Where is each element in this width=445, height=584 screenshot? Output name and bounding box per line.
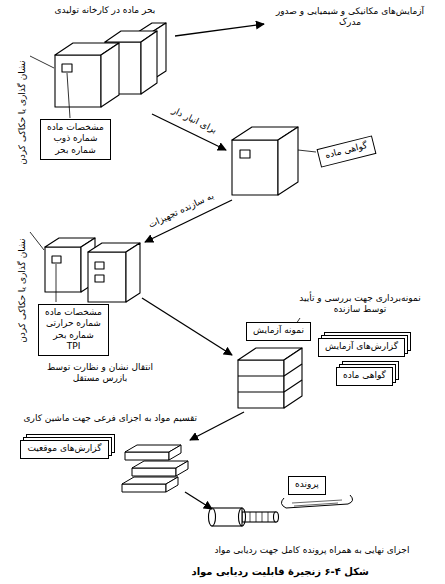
- final-part: [242, 512, 276, 522]
- marking-tag: مشخصات مادهشماره ذوبشماره بحر: [40, 119, 111, 160]
- leader-line: [298, 150, 316, 152]
- node-text: گواهی ماده: [342, 370, 387, 381]
- warehouse-stock: [232, 127, 298, 195]
- note-label: اجزای نهایی به همراه پرونده کامل جهت ردی…: [215, 545, 410, 556]
- file-scroll-curl: [281, 495, 352, 508]
- material-ingots: [55, 55, 101, 107]
- node-text: TPI: [44, 341, 103, 352]
- sample-stack: [238, 375, 284, 376]
- leader-line: [56, 264, 57, 302]
- note-label: نشان گذاری یا حکاکی کردن: [17, 238, 28, 342]
- final-part: [274, 512, 279, 522]
- sample-stack: [238, 391, 284, 392]
- node-text: نمونه آزمایش: [252, 325, 305, 336]
- sample-stack: [284, 348, 302, 408]
- machining-bars: [169, 445, 181, 460]
- manufacturer-stock: [52, 256, 61, 263]
- leader-line: [30, 56, 316, 330]
- machining-bars: [122, 445, 188, 492]
- file-scroll-curl: [292, 500, 342, 506]
- warehouse-stock: [232, 140, 278, 195]
- note-label: آزمایش‌های مکانیکی و شیمیایی و صدور مدرک: [275, 6, 425, 29]
- sample-stack: [284, 380, 302, 392]
- final-part: [209, 508, 216, 526]
- manufacturer-stock: [95, 275, 104, 282]
- certificate-sheet: گواهی ماده: [336, 367, 393, 386]
- file-scroll-curl: [281, 495, 352, 508]
- sample-stack: [238, 360, 284, 408]
- flow-arrow: [185, 492, 212, 509]
- leader-line: [30, 56, 54, 68]
- test-sample: نمونه آزمایش: [246, 322, 311, 341]
- node-text: گواهی ماده: [323, 140, 369, 162]
- manufacturer-stock: [45, 247, 81, 292]
- marking-tag: مشخصات مادهشماره حرارتیشماره بحرTPI: [38, 304, 109, 356]
- note-label: نمونه‌برداری جهت بررسی و تأیید توسط سازن…: [290, 293, 430, 316]
- node-text: شماره بحر: [44, 330, 103, 341]
- manufacturer-stock: [88, 252, 126, 302]
- report-sheet: گزارش‌های موقعیت: [20, 440, 109, 459]
- node-text: مشخصات ماده: [46, 122, 105, 133]
- manufacturer-stock: [126, 243, 140, 302]
- machining-bars: [166, 477, 178, 492]
- leader-line: [30, 232, 44, 250]
- node-text: شماره حرارتی: [44, 318, 103, 329]
- machining-bars: [132, 468, 176, 476]
- note-label: نشان گذاری یا حکاکی کردن: [17, 60, 28, 164]
- material-ingots: [55, 23, 166, 107]
- note-label: برای انبار دار: [170, 104, 218, 135]
- node-text: شماره ذوب: [46, 133, 105, 144]
- figure-caption: شکل ۴-۶ زنجیرهٔ قابلیت ردیابی مواد: [192, 566, 369, 579]
- material-ingots: [141, 31, 157, 94]
- warehouse-stock: [278, 127, 298, 195]
- material-ingots: [101, 43, 119, 107]
- note-label: انتقال نشان و نظارت توسط بازرس مستقل: [40, 362, 160, 385]
- sample-stack: [284, 364, 302, 376]
- report-sheet: گزارش‌های آزمایش: [318, 338, 405, 357]
- flow-arrow: [190, 412, 244, 440]
- warehouse-stock: [240, 150, 250, 158]
- machining-bars: [122, 484, 166, 492]
- flow-arrow: [142, 298, 232, 355]
- sample-stack: [238, 348, 302, 408]
- file-scroll: پرونده: [288, 476, 326, 495]
- note-label: بحر ماده در کارخانه تولیدی: [55, 5, 156, 16]
- final-part: [212, 508, 242, 526]
- final-part: [209, 508, 279, 526]
- machining-bars: [176, 461, 188, 476]
- material-ingots: [62, 64, 72, 72]
- node-text: پرونده: [294, 479, 320, 490]
- note-label: تقسیم مواد به اجزای فرعی جهت ماشین کاری: [24, 413, 197, 424]
- node-text: گزارش‌های آزمایش: [324, 341, 399, 352]
- certificate-sheet: گواهی ماده: [317, 135, 377, 167]
- node-text: شماره بحر: [46, 145, 105, 156]
- node-text: گزارش‌های موقعیت: [26, 443, 103, 454]
- machining-bars: [125, 452, 169, 460]
- flow-arrow: [175, 24, 264, 36]
- leader-line: [67, 73, 70, 118]
- node-text: مشخصات ماده: [44, 307, 103, 318]
- manufacturer-stock: [95, 262, 104, 269]
- manufacturer-stock: [45, 238, 140, 302]
- final-part: [239, 508, 246, 526]
- final-part: [250, 512, 268, 522]
- flow-arrow: [142, 24, 264, 509]
